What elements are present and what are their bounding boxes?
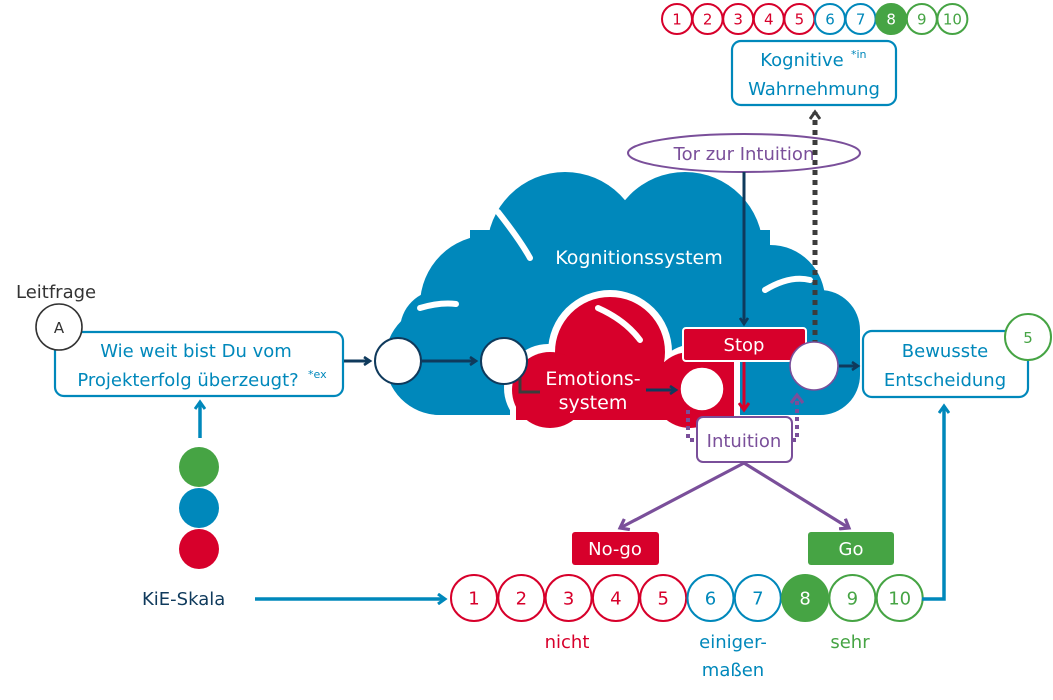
scale-value-6: 6 [825,10,835,28]
scale-circle-6 [686,574,735,622]
green-dot [179,447,219,487]
scale-label-nicht: nicht [545,632,590,653]
connector-node2-to-emotion [518,378,540,394]
wahrnehmung-label: Wahrnehmung [748,79,880,100]
intuition-label: Intuition [707,431,782,452]
scale-value-6: 6 [705,588,716,609]
scale-label-einigermassen-2: maßen [702,660,764,681]
scale-value-10: 10 [888,588,911,609]
scale-value-5: 5 [657,588,668,609]
nogo-label: No-go [588,539,642,560]
leitfrage-line1: Wie weit bist Du vom [100,341,292,362]
scale-value-1: 1 [672,10,682,28]
emotionssystem-label-line1: Emotions- [545,368,640,390]
scale-label-einigermassen-1: einiger- [699,632,767,653]
top-kie-scale: 1 2 3 4 5 6 7 8 9 10 [661,3,969,35]
red-dot [179,529,219,569]
go-box: Go [808,532,894,565]
scale-circle-9 [828,574,877,622]
scale-value-1: 1 [468,588,479,609]
scale-value-5: 5 [795,10,805,28]
bottom-kie-scale: 1 2 3 4 5 6 7 8 9 10 [450,574,924,622]
kognitive-wahrnehmung-box: Kognitive *in Wahrnehmung [730,39,898,107]
scale-value-3: 3 [563,588,574,609]
scale-label-sehr: sehr [830,632,870,653]
flow-node-1 [374,337,422,385]
entscheidung-line1: Bewusste [902,341,988,362]
entscheidung-box: Bewusste Entscheidung [861,329,1030,399]
kognitive-superscript: *in [851,48,867,61]
scale-circle-5 [639,574,688,622]
arrow-intuition-to-go [743,461,849,528]
flow-node-4 [789,341,839,391]
intuition-box: Intuition [696,416,793,463]
kognitionssystem-label: Kognitionssystem [555,247,723,269]
scale-value-9: 9 [917,10,927,28]
leitfrage-box: Wie weit bist Du vom Projekterfolg überz… [53,330,345,398]
emotionssystem-label-line2: system [559,392,628,414]
stop-box: Stop [682,327,807,362]
entscheidung-badge: 5 [1004,313,1052,361]
scale-value-2: 2 [516,588,527,609]
scale-circle-2 [497,574,546,622]
blue-dot [179,488,219,528]
scale-value-2: 2 [703,10,713,28]
scale-circle-1 [450,574,498,622]
flow-node-3 [679,366,725,412]
tor-zur-intuition-label: Tor zur Intuition [673,144,815,165]
dotted-intuition-to-node4 [792,395,797,442]
scale-value-10: 10 [943,10,962,28]
scale-value-7: 7 [856,10,866,28]
arrow-intuition-to-nogo [620,461,745,528]
scale-value-3: 3 [733,10,743,28]
arrow-scale-to-entscheidung [922,406,944,601]
nogo-box: No-go [572,532,659,565]
kognitive-label: Kognitive [760,50,844,71]
scale-circle-10 [936,3,969,35]
scale-value-4: 4 [764,10,774,28]
tor-zur-intuition-ellipse: Tor zur Intuition [627,133,861,173]
dotted-node3-to-intuition [686,410,696,442]
leitfrage-heading: Leitfrage [16,282,96,303]
flow-node-2 [480,337,528,385]
leitfrage-badge-label: A [54,319,65,337]
entscheidung-badge-label: 5 [1023,329,1033,347]
kie-skala-label: KiE-Skala [142,589,225,610]
stop-label: Stop [724,335,765,356]
scale-value-4: 4 [610,588,621,609]
scale-circle-4 [591,574,640,622]
scale-circle-3 [544,574,593,622]
leitfrage-badge: A [35,303,83,351]
scale-value-8: 8 [799,588,810,609]
entscheidung-line2: Entscheidung [884,370,1006,391]
scale-circle-8 [781,574,830,622]
traffic-light-icon [179,447,219,569]
scale-circle-7 [733,574,782,622]
scale-value-7: 7 [752,588,763,609]
scale-value-9: 9 [847,588,858,609]
leitfrage-line2: Projekterfolg überzeugt? [77,370,298,391]
leitfrage-superscript: *ex [308,368,327,381]
go-label: Go [839,539,864,560]
scale-value-8: 8 [886,10,896,28]
